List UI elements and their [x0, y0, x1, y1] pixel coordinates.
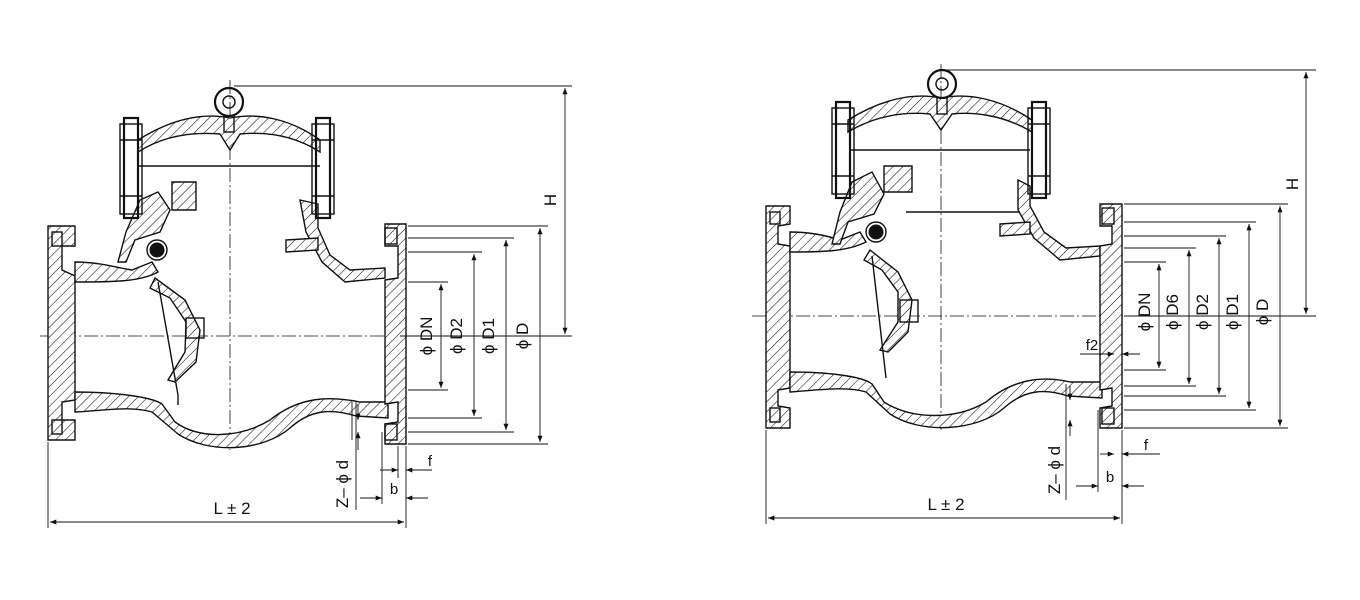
right-hinge-pin [868, 224, 884, 240]
left-hinge-pin [149, 242, 165, 258]
left-h-label: H [541, 194, 560, 206]
left-body-upper-wall [74, 261, 159, 283]
left-seat-face [157, 281, 179, 396]
left-inlet-bolt-bottom [51, 419, 63, 435]
right-hinge-ring [865, 221, 887, 243]
left-eye-bolt [213, 86, 245, 118]
right-stop-rib [999, 221, 1031, 237]
left-outlet-flange [384, 223, 407, 445]
right-d1-label: ϕ D1 [1223, 294, 1242, 330]
left-bonnet-cover [137, 115, 321, 154]
right-neck-right [1017, 178, 1101, 261]
left-inlet-flange [47, 225, 76, 441]
right-zd-label: Z– ϕ d [1045, 446, 1064, 494]
left-l-label: L ± 2 [213, 499, 250, 518]
left-eye-bolt-shank [223, 115, 235, 133]
left-dn-label: ϕ DN [417, 317, 436, 356]
left-disc-nut [185, 317, 205, 339]
right-eye-bolt [926, 68, 958, 100]
left-bonnet-bolt-left [119, 116, 143, 220]
left-body-lower-wall [74, 391, 389, 449]
right-disc [863, 248, 913, 353]
left-outlet-bolt-bottom [384, 423, 398, 441]
right-d2-label: ϕ D2 [1193, 294, 1212, 330]
left-neck-left [117, 191, 171, 263]
right-body-lower-wall [789, 371, 1103, 429]
left-hinge-ring [146, 239, 168, 261]
left-b-label: b [390, 481, 398, 498]
left-zd-label: Z– ϕ d [333, 460, 352, 508]
left-disc [149, 276, 201, 383]
left-stop-rib [285, 237, 319, 253]
right-eye-bolt-shank [936, 97, 948, 115]
right-d6-label: ϕ D6 [1163, 294, 1182, 330]
right-outlet-bolt-top [1101, 207, 1115, 225]
right-f-label: f [1144, 437, 1149, 454]
right-d-label: ϕ D [1253, 299, 1272, 326]
right-inlet-bolt-top [769, 211, 781, 225]
left-eye-bolt-hole [222, 95, 236, 109]
right-bonnet-bolt-right [1027, 100, 1051, 200]
right-l-label: L ± 2 [927, 495, 964, 514]
right-neck-left [831, 171, 885, 245]
right-body-upper-wall [789, 231, 867, 253]
right-inlet-bolt-bottom [769, 407, 781, 423]
right-b-label: b [1106, 469, 1114, 486]
right-outlet-bolt-bottom [1101, 407, 1115, 425]
left-d-label: ϕ D [513, 323, 532, 350]
right-h-label: H [1283, 178, 1302, 190]
left-d2-label: ϕ D2 [447, 318, 466, 354]
right-dn-label: ϕ DN [1135, 293, 1154, 332]
right-outlet-flange [1099, 203, 1123, 429]
left-valve-drawing: H ϕ D ϕ D1 ϕ D2 ϕ DN Z– ϕ d b f [40, 80, 572, 528]
right-f2-label: f2 [1086, 337, 1099, 354]
left-hinge-bracket [171, 181, 197, 211]
right-bonnet-bolt-left [831, 100, 855, 200]
right-disc-nut [899, 299, 919, 323]
left-f-label: f [428, 453, 433, 470]
right-eye-bolt-hole [935, 77, 949, 91]
right-inlet-flange [765, 205, 791, 429]
left-d1-label: ϕ D1 [479, 318, 498, 354]
left-outlet-bolt-top [384, 227, 398, 245]
right-seat-face [871, 255, 887, 379]
right-hinge-bracket [883, 165, 913, 193]
left-inlet-bolt-top [51, 231, 63, 247]
left-bonnet-bolt-right [311, 116, 335, 220]
right-valve-drawing: H ϕ D ϕ D1 ϕ D2 ϕ D6 ϕ DN f2 Z [752, 64, 1316, 524]
